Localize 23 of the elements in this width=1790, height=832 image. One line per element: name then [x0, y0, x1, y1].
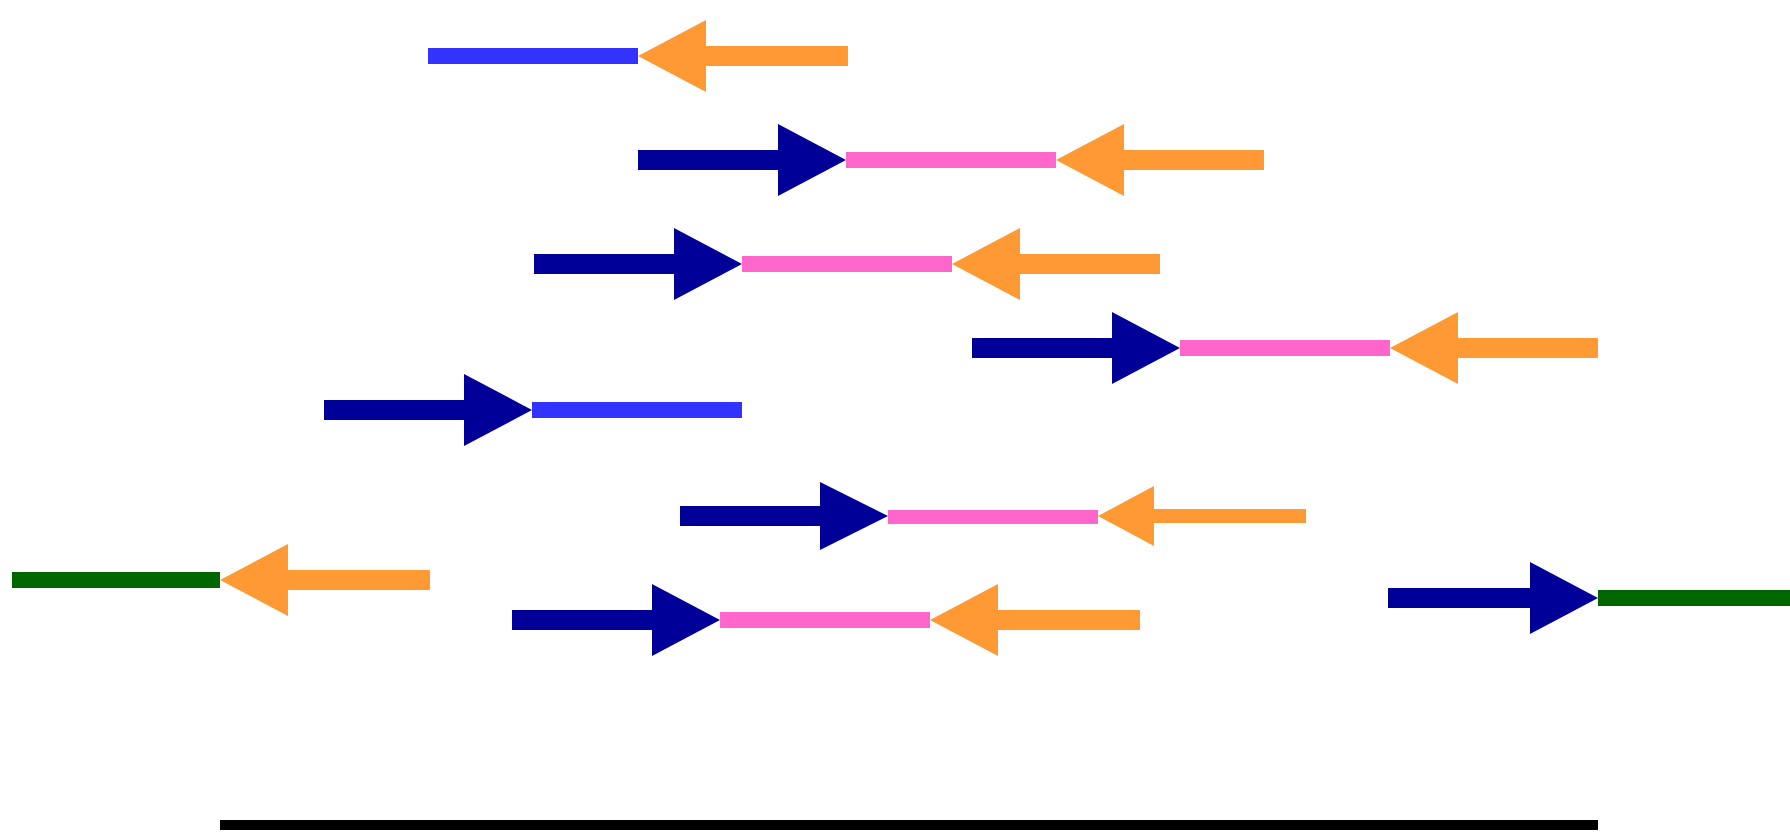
bar-segment	[1180, 340, 1390, 356]
bar-segment	[428, 48, 638, 64]
bar-segment	[742, 256, 952, 272]
bar-segment	[888, 509, 1098, 523]
arrow	[534, 228, 742, 300]
arrow	[1390, 312, 1598, 384]
arrow	[1098, 486, 1306, 546]
arrow	[930, 584, 1140, 656]
arrow	[1056, 124, 1264, 196]
arrow	[512, 584, 720, 656]
arrow	[324, 374, 532, 446]
arrow	[220, 544, 430, 616]
bar-segment	[532, 402, 742, 418]
arrow	[952, 228, 1160, 300]
bar-segment	[846, 152, 1056, 168]
arrow	[638, 20, 848, 92]
arrow	[680, 482, 888, 550]
bar-segment	[1598, 590, 1790, 606]
arrow	[638, 124, 846, 196]
bar-segment	[12, 572, 220, 588]
arrow	[1388, 562, 1598, 634]
bar-segment	[720, 612, 930, 628]
arrow	[972, 312, 1180, 384]
